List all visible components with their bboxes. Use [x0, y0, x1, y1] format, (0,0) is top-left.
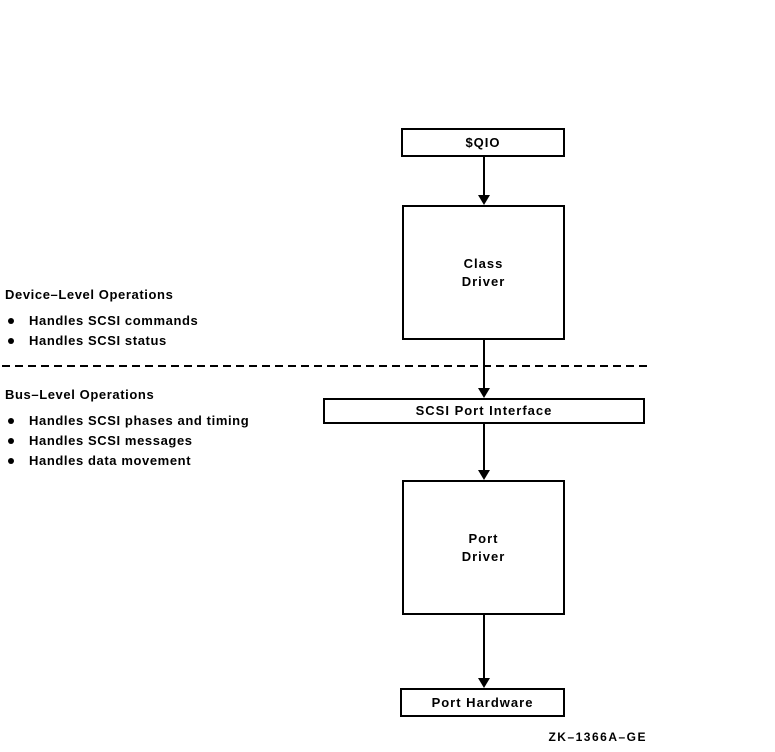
bullet-icon: [8, 338, 14, 344]
scsi-port-interface-label: SCSI Port Interface: [415, 403, 553, 418]
device-level-heading: Device–Level Operations: [5, 287, 174, 302]
level-separator-dashed-line: [2, 365, 650, 367]
arrow-down-icon: [478, 195, 490, 205]
list-item: Handles data movement: [5, 453, 305, 469]
bus-level-section: Bus–Level Operations Handles SCSI phases…: [5, 387, 305, 473]
port-hardware-box: Port Hardware: [400, 688, 565, 717]
list-item: Handles SCSI messages: [5, 433, 305, 449]
arrow-class-to-interface-line: [483, 340, 485, 388]
list-item: Handles SCSI commands: [5, 313, 295, 329]
class-driver-label: Class Driver: [461, 255, 506, 289]
scsi-port-interface-box: SCSI Port Interface: [323, 398, 645, 424]
figure-caption: ZK–1366A–GE: [548, 730, 647, 744]
port-driver-label: Port Driver: [461, 530, 506, 564]
qio-box: $QIO: [401, 128, 565, 157]
qio-label: $QIO: [465, 134, 501, 150]
class-driver-box: Class Driver: [402, 205, 565, 340]
bullet-icon: [8, 418, 14, 424]
bullet-icon: [8, 458, 14, 464]
bus-level-heading: Bus–Level Operations: [5, 387, 155, 402]
port-driver-box: Port Driver: [402, 480, 565, 615]
list-item: Handles SCSI phases and timing: [5, 413, 305, 429]
arrow-down-icon: [478, 388, 490, 398]
bus-level-bullet-text: Handles SCSI phases and timing: [29, 413, 250, 428]
arrow-down-icon: [478, 470, 490, 480]
arrow-interface-to-portdriver-line: [483, 424, 485, 470]
device-level-bullet-text: Handles SCSI status: [29, 333, 167, 348]
device-level-section: Device–Level Operations Handles SCSI com…: [5, 287, 295, 353]
arrow-qio-to-class-line: [483, 157, 485, 195]
bullet-icon: [8, 318, 14, 324]
bullet-icon: [8, 438, 14, 444]
bus-level-bullet-text: Handles SCSI messages: [29, 433, 193, 448]
bus-level-bullet-text: Handles data movement: [29, 453, 192, 468]
arrow-down-icon: [478, 678, 490, 688]
list-item: Handles SCSI status: [5, 333, 295, 349]
arrow-portdriver-to-hardware-line: [483, 615, 485, 678]
port-hardware-label: Port Hardware: [431, 694, 534, 710]
device-level-bullet-text: Handles SCSI commands: [29, 313, 199, 328]
